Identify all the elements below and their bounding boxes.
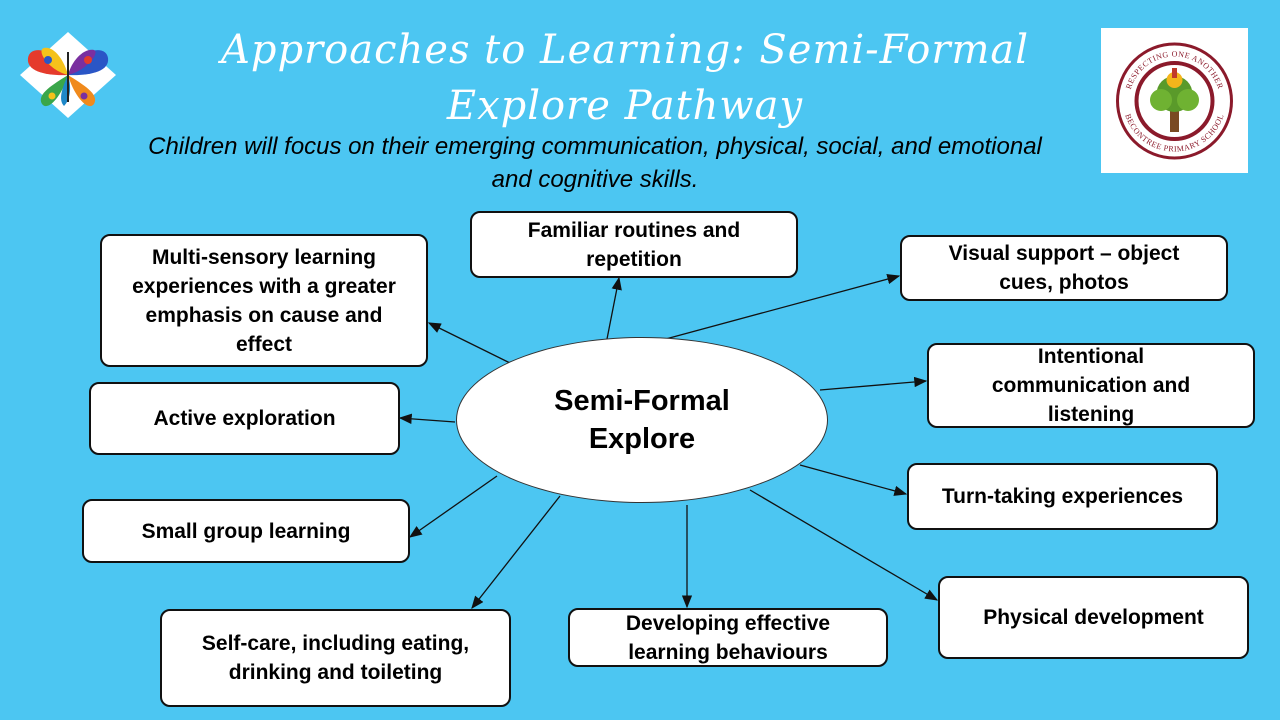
arrow-exploration <box>398 413 456 425</box>
page-subtitle: Children will focus on their emerging co… <box>148 133 1042 193</box>
node-behaviours: Developing effective learning behaviours <box>568 608 888 667</box>
arrow-smallgroup <box>408 475 498 538</box>
arrow-physical <box>749 489 939 601</box>
school-crest-logo: RESPECTING ONE ANOTHER BECONTREE PRIMARY… <box>1101 28 1248 173</box>
node-exploration: Active exploration <box>89 382 400 455</box>
node-routines: Familiar routines and repetition <box>470 211 798 278</box>
arrow-visual <box>661 274 901 341</box>
arrow-selfcare <box>471 495 561 610</box>
arrow-turntaking <box>799 464 908 496</box>
node-multisensory: Multi-sensory learning experiences with … <box>100 234 428 367</box>
node-smallgroup: Small group learning <box>82 499 410 563</box>
arrow-multisensory <box>427 322 511 364</box>
node-physical: Physical development <box>938 576 1249 659</box>
node-intentional: Intentional communication and listening <box>927 343 1255 428</box>
arrow-routines <box>606 276 622 340</box>
page-title: Approaches to Learning: Semi-Formal Expl… <box>220 27 1030 129</box>
arrow-intentional <box>819 376 928 391</box>
node-turntaking: Turn-taking experiences <box>907 463 1218 530</box>
node-selfcare: Self-care, including eating, drinking an… <box>160 609 511 707</box>
puzzle-butterfly-logo <box>18 30 118 120</box>
node-visual: Visual support – object cues, photos <box>900 235 1228 301</box>
center-node: Semi-Formal Explore <box>456 337 828 503</box>
